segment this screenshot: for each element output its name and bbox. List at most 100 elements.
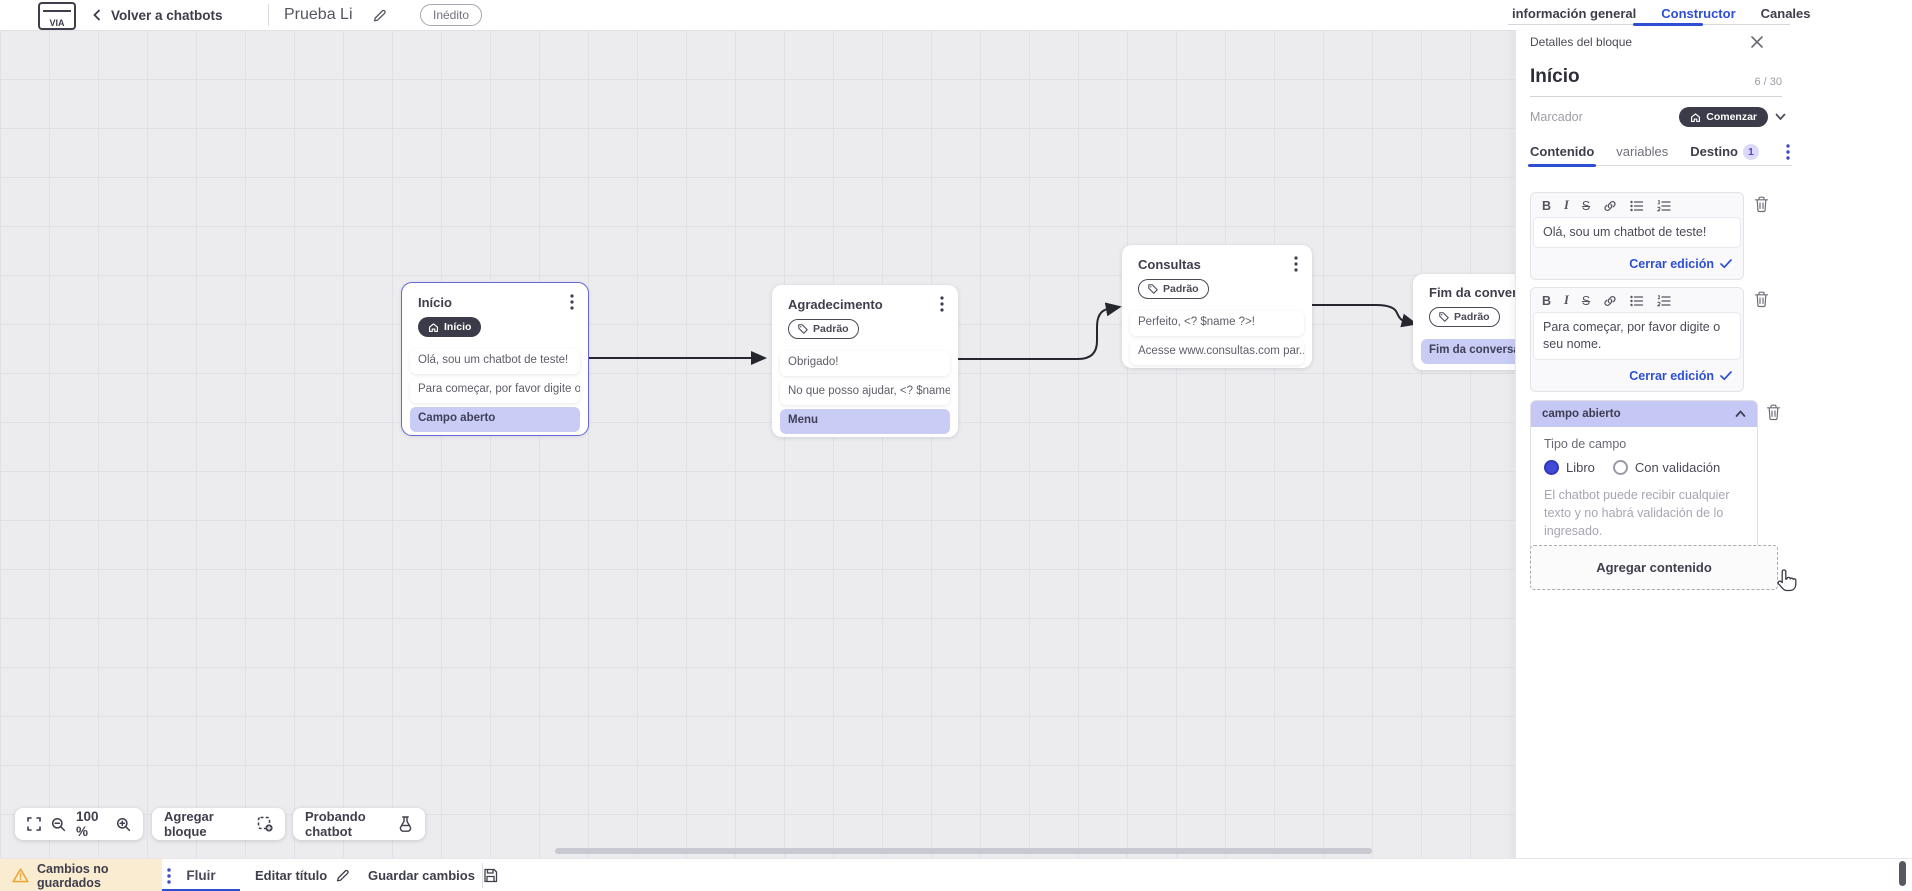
node-action-row[interactable]: Menu <box>780 409 950 434</box>
radio-selected-icon <box>1544 460 1559 475</box>
content-editor: B I S Para começar, por favor digite o s… <box>1530 287 1744 392</box>
add-block-label: Agregar bloque <box>164 809 214 839</box>
flow-node-consultas[interactable]: Consultas Padrão Perfeito, <? $name ?>! … <box>1122 245 1312 368</box>
panel-tab-destino[interactable]: Destino 1 <box>1690 138 1759 166</box>
node-menu-kebab-icon[interactable] <box>940 296 944 312</box>
app-logo[interactable]: VIA <box>38 2 76 30</box>
panel-tab-variables[interactable]: variables <box>1616 144 1669 159</box>
node-message-row[interactable]: No que posso ajudar, <? $name ... <box>780 380 950 405</box>
status-badge: Inédito <box>420 4 483 26</box>
home-icon <box>428 322 439 333</box>
tab-constructor[interactable]: Constructor <box>1661 5 1736 21</box>
chevron-up-icon <box>1735 410 1746 418</box>
check-icon <box>1720 371 1732 381</box>
chevron-down-icon[interactable] <box>1775 113 1786 121</box>
node-message-row[interactable]: Acesse www.consultas.com par... <box>1130 340 1304 365</box>
node-title: Fim da conversa <box>1429 285 1532 300</box>
start-badge: Início <box>418 317 482 337</box>
link-icon[interactable] <box>1603 199 1617 213</box>
topbar: VIA Volver a chatbots Prueba Li Inédito … <box>0 0 1912 30</box>
zoom-controls: 100 % <box>15 808 143 840</box>
test-chatbot-button[interactable]: Probando chatbot <box>293 808 425 840</box>
node-message-row[interactable]: Obrigado! <box>780 351 950 376</box>
flask-icon <box>398 816 413 832</box>
back-to-chatbots-link[interactable]: Volver a chatbots <box>92 0 223 30</box>
italic-icon[interactable]: I <box>1564 293 1569 307</box>
zoom-in-icon[interactable] <box>116 817 131 832</box>
flow-node-inicio[interactable]: Início Início Olá, sou um chatbot de tes… <box>401 282 589 436</box>
bottombar: Cambios no guardados Fluir Editar título… <box>0 858 1912 891</box>
strikethrough-icon[interactable]: S <box>1581 293 1591 308</box>
save-changes-button[interactable]: Guardar cambios <box>368 859 498 891</box>
add-content-button[interactable]: Agregar contenido <box>1530 545 1778 590</box>
main-tabs: información general Constructor Canales <box>1512 0 1811 26</box>
panel-menu-kebab-icon[interactable] <box>1786 143 1790 160</box>
node-title: Agradecimento <box>788 296 883 312</box>
radio-option-libro[interactable]: Libro <box>1544 460 1595 475</box>
node-action-row[interactable]: Campo aberto <box>410 407 580 432</box>
bullet-list-icon[interactable] <box>1630 295 1644 307</box>
chevron-left-icon <box>92 9 102 21</box>
add-block-button[interactable]: Agregar bloque <box>152 808 285 840</box>
node-title: Início <box>418 294 452 310</box>
default-badge: Padrão <box>1138 279 1209 299</box>
close-edit-button[interactable]: Cerrar edición <box>1531 361 1743 391</box>
logo-bar <box>43 7 71 12</box>
message-text-input[interactable]: Para começar, por favor digite o seu nom… <box>1533 312 1741 360</box>
numbered-list-icon[interactable] <box>1657 199 1671 212</box>
field-type-description: El chatbot puede recibir cualquier texto… <box>1544 488 1730 539</box>
trash-icon[interactable] <box>1754 291 1769 308</box>
italic-icon[interactable]: I <box>1564 198 1569 212</box>
canvas-horizontal-scrollbar[interactable] <box>555 848 1372 854</box>
radio-unselected-icon <box>1612 460 1628 475</box>
node-message-row[interactable]: Olá, sou um chatbot de teste! <box>410 349 580 374</box>
node-menu-kebab-icon[interactable] <box>570 294 574 310</box>
numbered-list-icon[interactable] <box>1657 294 1671 307</box>
node-title: Consultas <box>1138 256 1201 272</box>
trash-icon[interactable] <box>1754 196 1769 213</box>
bold-icon[interactable]: B <box>1542 198 1552 213</box>
tag-icon <box>1148 284 1158 294</box>
tab-canales[interactable]: Canales <box>1760 5 1811 21</box>
edit-chatbot-name-icon[interactable] <box>372 0 387 30</box>
test-chatbot-label: Probando chatbot <box>305 809 366 839</box>
home-icon <box>1690 112 1701 123</box>
block-details-panel: Detalles del bloque Início 6 / 30 Marcad… <box>1515 30 1912 891</box>
topbar-divider <box>268 4 269 26</box>
radio-option-con-validacion[interactable]: Con validación <box>1612 460 1720 475</box>
warning-icon <box>12 868 29 883</box>
node-message-row[interactable]: Para começar, por favor digite o ... <box>410 378 580 403</box>
close-edit-button[interactable]: Cerrar edición <box>1531 249 1743 279</box>
close-icon[interactable] <box>1750 35 1764 49</box>
open-field-header[interactable]: campo abierto <box>1531 401 1757 427</box>
flow-node-agradecimento[interactable]: Agradecimento Padrão Obrigado! No que po… <box>772 285 958 437</box>
strikethrough-icon[interactable]: S <box>1581 198 1591 213</box>
rich-text-toolbar: B I S <box>1531 193 1743 216</box>
fullscreen-icon[interactable] <box>27 817 41 831</box>
node-message-row[interactable]: Perfeito, <? $name ?>! <box>1130 311 1304 336</box>
pencil-icon <box>335 868 350 883</box>
vertical-scrollbar-thumb[interactable] <box>1899 861 1906 886</box>
message-text-input[interactable]: Olá, sou um chatbot de teste! <box>1533 217 1741 248</box>
active-flow-tab-underline <box>162 889 240 891</box>
bold-icon[interactable]: B <box>1542 293 1552 308</box>
edit-title-button[interactable]: Editar título <box>255 859 350 891</box>
back-label: Volver a chatbots <box>111 7 223 23</box>
zoom-out-icon[interactable] <box>51 817 66 832</box>
default-badge: Padrão <box>788 319 859 339</box>
block-name-input[interactable]: Início <box>1530 66 1580 87</box>
tab-informacion-general[interactable]: información general <box>1512 5 1637 21</box>
zoom-level: 100 % <box>76 809 99 839</box>
rich-text-toolbar: B I S <box>1531 288 1743 311</box>
bullet-list-icon[interactable] <box>1630 200 1644 212</box>
node-menu-kebab-icon[interactable] <box>1294 256 1298 272</box>
link-icon[interactable] <box>1603 294 1617 308</box>
active-tab-underline <box>1633 23 1703 26</box>
tag-icon <box>798 324 808 334</box>
marker-value-pill[interactable]: Comenzar <box>1679 107 1768 127</box>
flow-tab-kebab-icon[interactable] <box>167 859 171 891</box>
trash-icon[interactable] <box>1766 404 1781 421</box>
tab-fluir[interactable]: Fluir <box>186 868 216 883</box>
panel-tab-contenido[interactable]: Contenido <box>1527 138 1597 167</box>
